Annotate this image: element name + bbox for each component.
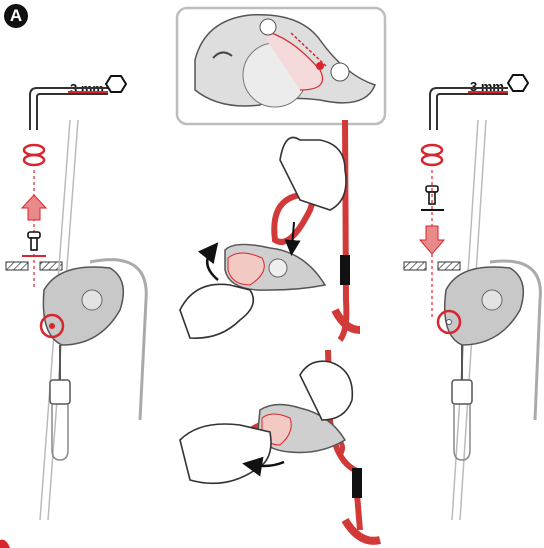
up-arrow-icon	[22, 195, 46, 220]
rope-end-marker-lower	[352, 468, 362, 498]
hex-key-right	[430, 88, 508, 130]
middle-step-2	[180, 350, 380, 541]
rope-end-marker-upper	[340, 255, 350, 285]
rotation-arrow-left	[24, 145, 44, 165]
device-pivot-left	[82, 290, 102, 310]
hand-bottom-lower	[180, 424, 271, 483]
belay-device-left	[43, 267, 123, 345]
detail-red-point	[316, 62, 324, 70]
left-panel	[6, 76, 146, 520]
plate-right-b	[438, 262, 460, 270]
plate-left-a	[6, 262, 28, 270]
device-pivot-right	[482, 290, 502, 310]
connector-right	[452, 380, 472, 404]
device-bolt-upper	[269, 259, 287, 277]
middle-step-1	[180, 120, 360, 340]
screw-hole-right	[447, 320, 452, 325]
hex-key-icon-right	[508, 75, 528, 91]
detail-bolt-right	[331, 63, 349, 81]
screw-icon-left	[28, 232, 40, 250]
down-arrow-icon	[292, 222, 294, 248]
detail-panel	[177, 8, 385, 124]
hand-bottom-upper	[180, 284, 253, 338]
rotate-arrow-icon	[207, 250, 218, 280]
plate-right-a	[404, 262, 426, 270]
rotation-arrow-right	[422, 145, 442, 165]
rope-tail-lower	[345, 520, 380, 541]
right-panel	[404, 75, 540, 520]
hex-key-icon-left	[106, 76, 126, 92]
connector-left	[50, 380, 70, 404]
corner-mark	[0, 540, 10, 548]
detail-bolt-top	[260, 19, 276, 35]
down-arrow-icon-right	[420, 226, 444, 254]
screw-hole-left	[49, 323, 55, 329]
